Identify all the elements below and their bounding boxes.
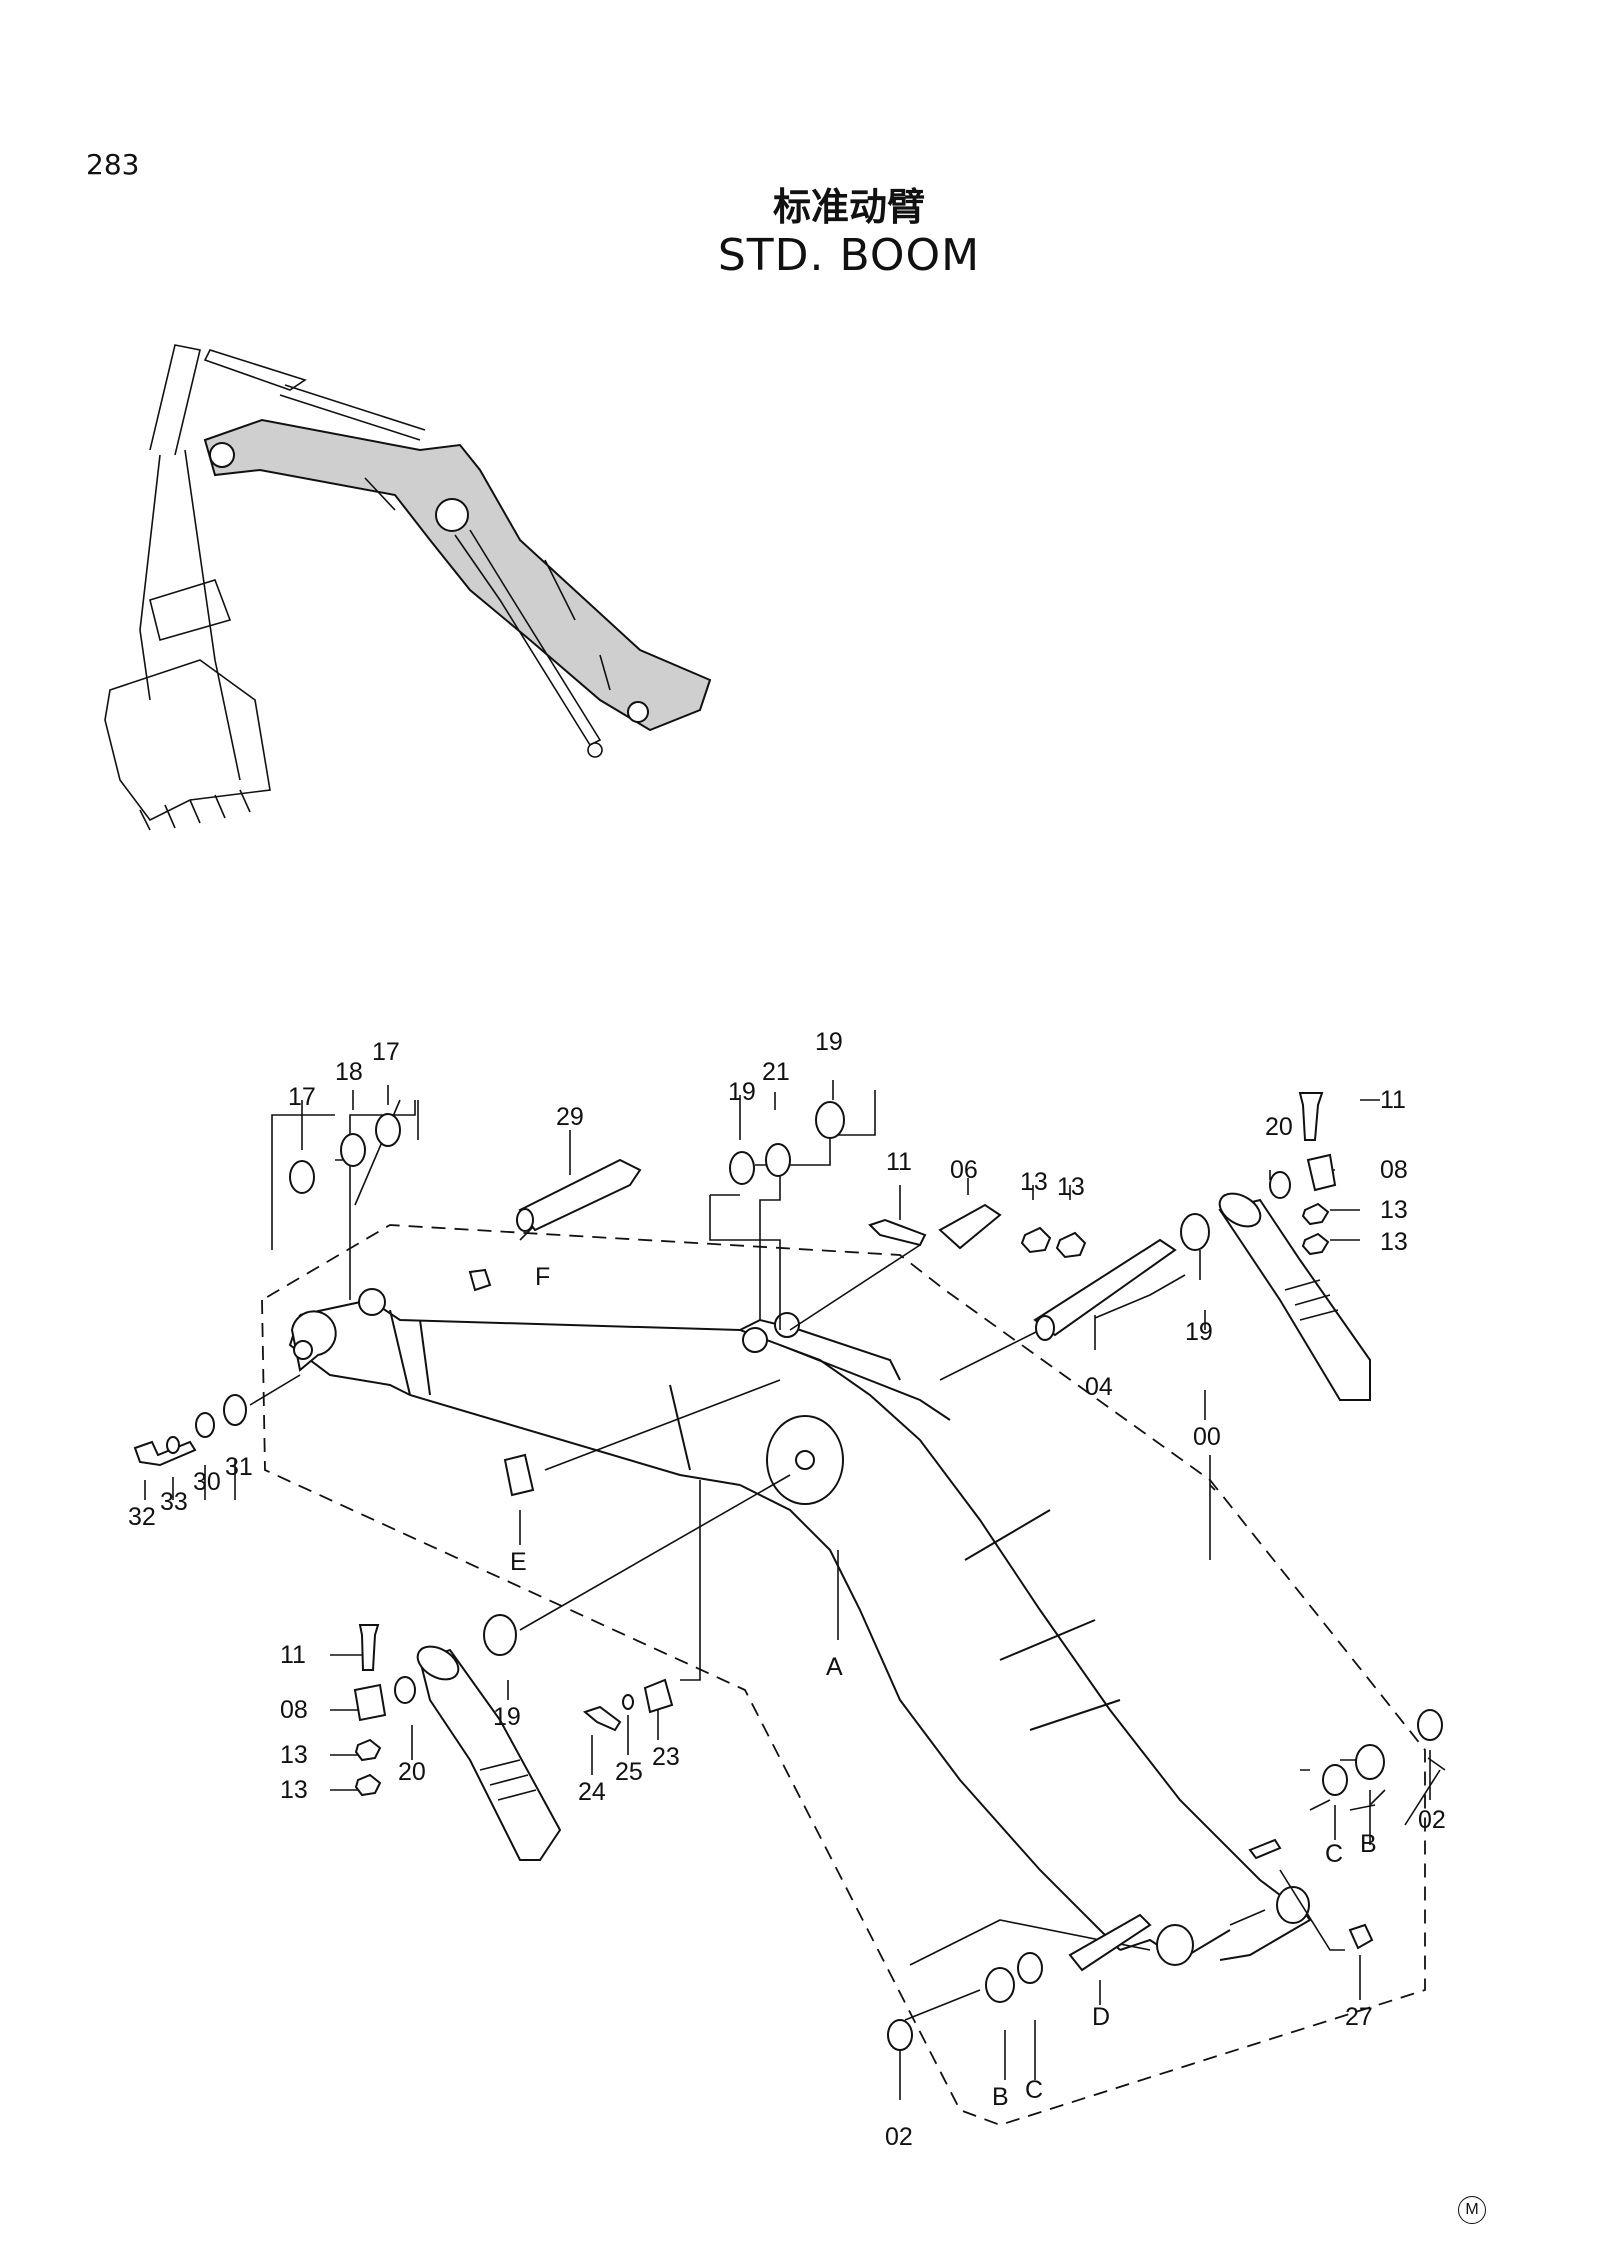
washer-20-right <box>1269 1171 1291 1199</box>
washer-18 <box>340 1133 366 1167</box>
callout-13-d: 13 <box>1380 1228 1408 1256</box>
callout-21: 21 <box>762 1058 790 1086</box>
clip-F <box>468 1268 492 1292</box>
bolt-11-left <box>358 1624 380 1671</box>
callout-E: E <box>510 1548 527 1576</box>
washer-17-right <box>375 1113 401 1147</box>
callout-13-b: 13 <box>1057 1173 1085 1201</box>
callout-30: 30 <box>193 1468 221 1496</box>
bushing-B-left <box>985 1967 1015 2003</box>
callout-13-a: 13 <box>1020 1168 1048 1196</box>
callout-33: 33 <box>160 1488 188 1516</box>
pin-D <box>1068 1913 1152 1972</box>
callout-00: 00 <box>1193 1423 1221 1451</box>
bushing-E <box>503 1453 535 1497</box>
callout-19-right: 19 <box>815 1028 843 1056</box>
seal-C-left <box>1017 1952 1043 1984</box>
bolt-24 <box>582 1705 622 1732</box>
callout-02-right: 02 <box>1418 1806 1446 1834</box>
washer-20-left <box>394 1676 416 1704</box>
washer-17-left <box>289 1160 315 1194</box>
ring-02-left <box>887 2019 913 2051</box>
bolt-11-top <box>868 1218 927 1247</box>
manufacturer-mark: M <box>1458 2196 1486 2224</box>
nut-13-f <box>354 1773 382 1797</box>
nut-13-b <box>1055 1231 1087 1259</box>
washer-19-left <box>729 1151 755 1185</box>
washer-33 <box>166 1436 180 1454</box>
callout-D: D <box>1092 2003 1110 2031</box>
callout-A: A <box>826 1653 843 1681</box>
right-boom-cylinder <box>1218 1192 1371 1401</box>
callout-23: 23 <box>652 1743 680 1771</box>
callout-02-left: 02 <box>885 2123 913 2151</box>
callout-06: 06 <box>950 1156 978 1184</box>
callout-20-right: 20 <box>1265 1113 1293 1141</box>
callout-B-left: B <box>992 2083 1009 2111</box>
callout-17-right: 17 <box>372 1038 400 1066</box>
grease-fitting-27 <box>1348 1923 1374 1950</box>
boom-highlight <box>203 418 712 732</box>
left-boom-cylinder <box>416 1645 562 1861</box>
callout-31: 31 <box>225 1453 253 1481</box>
plate-23 <box>643 1678 674 1714</box>
callout-13-e: 13 <box>280 1741 308 1769</box>
assembly-outline <box>261 1224 1426 2126</box>
callout-19-c: 19 <box>1185 1318 1213 1346</box>
callout-13-c: 13 <box>1380 1196 1408 1224</box>
washer-19-c <box>1180 1213 1210 1251</box>
callout-04: 04 <box>1085 1373 1113 1401</box>
bushing-B-right <box>1355 1744 1385 1780</box>
bushing-08-left <box>353 1683 387 1722</box>
washer-21 <box>765 1143 791 1177</box>
bolt-11-right <box>1298 1092 1324 1141</box>
callout-25: 25 <box>615 1758 643 1786</box>
callout-20-left: 20 <box>398 1758 426 1786</box>
callout-08-right: 08 <box>1380 1156 1408 1184</box>
washer-19-right <box>815 1101 845 1139</box>
callout-labels: 17 18 17 29 F 19 21 19 11 06 13 13 19 04… <box>128 1028 1446 2151</box>
title-chinese: 标准动臂 <box>772 185 925 229</box>
callout-F: F <box>535 1263 550 1291</box>
seal-C-right <box>1322 1764 1348 1796</box>
nut-13-e <box>354 1738 382 1762</box>
callout-11-right: 11 <box>1380 1086 1406 1114</box>
nut-13-c <box>1301 1202 1330 1226</box>
boom-main-body <box>288 1288 1312 1966</box>
callout-18: 18 <box>335 1058 363 1086</box>
callout-24: 24 <box>578 1778 606 1806</box>
callout-27: 27 <box>1345 2003 1373 2031</box>
plate-30 <box>195 1412 215 1438</box>
callout-13-f: 13 <box>280 1776 308 1804</box>
callout-C-left: C <box>1025 2076 1043 2104</box>
callout-11-left: 11 <box>280 1641 306 1669</box>
sleeve-06 <box>938 1203 1002 1250</box>
callout-B-right: B <box>1360 1830 1377 1858</box>
pin-04 <box>1033 1238 1177 1337</box>
leader-lines <box>144 1080 1446 2100</box>
washer-31 <box>223 1394 247 1426</box>
washer-19-d <box>483 1614 517 1656</box>
washer-25 <box>622 1694 634 1710</box>
callout-19-left: 19 <box>728 1078 756 1106</box>
callout-08-left: 08 <box>280 1696 308 1724</box>
small-parts <box>133 1092 1443 2051</box>
callout-C-right: C <box>1325 1840 1343 1868</box>
excavator-overview-illustration <box>104 344 712 831</box>
callout-11-top: 11 <box>886 1148 912 1176</box>
nut-13-a <box>1020 1226 1052 1254</box>
ring-02-right <box>1417 1709 1443 1741</box>
callout-17-left: 17 <box>288 1083 316 1111</box>
callout-19-d: 19 <box>493 1703 521 1731</box>
bolt-32 <box>133 1440 197 1467</box>
callout-32: 32 <box>128 1503 156 1531</box>
page-number: 283 <box>86 148 140 181</box>
pin-29 <box>518 1158 642 1232</box>
title-english: STD. BOOM <box>717 230 981 281</box>
nut-13-d <box>1301 1232 1330 1256</box>
callout-29: 29 <box>556 1103 584 1131</box>
bushing-08-right <box>1306 1153 1337 1192</box>
